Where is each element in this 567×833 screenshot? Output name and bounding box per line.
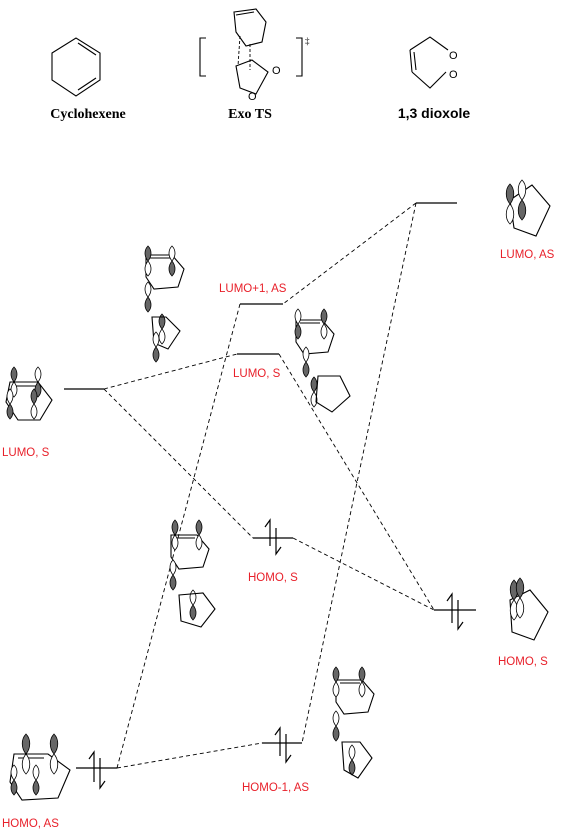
- ts-homo-minus-1-label: HOMO-1, AS: [242, 782, 309, 794]
- correlation-lines: [103, 202, 435, 769]
- dioxole-lumo-label: LUMO, AS: [500, 249, 555, 261]
- dioxole-homo-label: HOMO, S: [498, 656, 548, 668]
- ts-oxygen-1: O: [272, 65, 281, 77]
- exo-ts-structure: ‡ O O: [199, 8, 310, 103]
- cyclohexene-structure: [51, 37, 101, 97]
- dioxole-oxygen-2: O: [449, 69, 458, 81]
- cyclohexene-label: Cyclohexene: [50, 107, 125, 122]
- cyclohexene-homo-orbital: [9, 733, 71, 801]
- ts-lumo-plus-1-orbital: [144, 245, 185, 363]
- cyclohexene-lumo-label: LUMO, S: [2, 447, 50, 459]
- dioxole-oxygen-1: O: [449, 50, 458, 62]
- ts-lumo-orbital: [294, 308, 351, 413]
- spin-cyclohexene-homo: [88, 750, 106, 790]
- exo-ts-label: Exo TS: [228, 107, 272, 122]
- ts-homo-orbital: [169, 519, 216, 628]
- dioxole-label: 1,3 dioxole: [398, 105, 471, 121]
- spin-ts-homo: [264, 518, 282, 556]
- ts-oxygen-2: O: [248, 91, 257, 103]
- dioxole-structure: O O: [409, 36, 458, 89]
- ts-lumo-plus-1-label: LUMO+1, AS: [219, 283, 287, 295]
- ts-homo-minus-1-orbital: [332, 666, 375, 779]
- ts-double-dagger: ‡: [305, 36, 310, 46]
- ts-homo-label: HOMO, S: [248, 572, 298, 584]
- spin-dioxole-homo: [446, 592, 464, 631]
- cyclohexene-lumo-orbital: [5, 366, 53, 421]
- cyclohexene-homo-label: HOMO, AS: [2, 818, 59, 830]
- spin-ts-homo-minus-1: [274, 726, 292, 764]
- dioxole-lumo-orbital: [505, 179, 551, 237]
- ts-lumo-label: LUMO, S: [233, 368, 281, 380]
- dioxole-homo-orbital: [509, 577, 549, 641]
